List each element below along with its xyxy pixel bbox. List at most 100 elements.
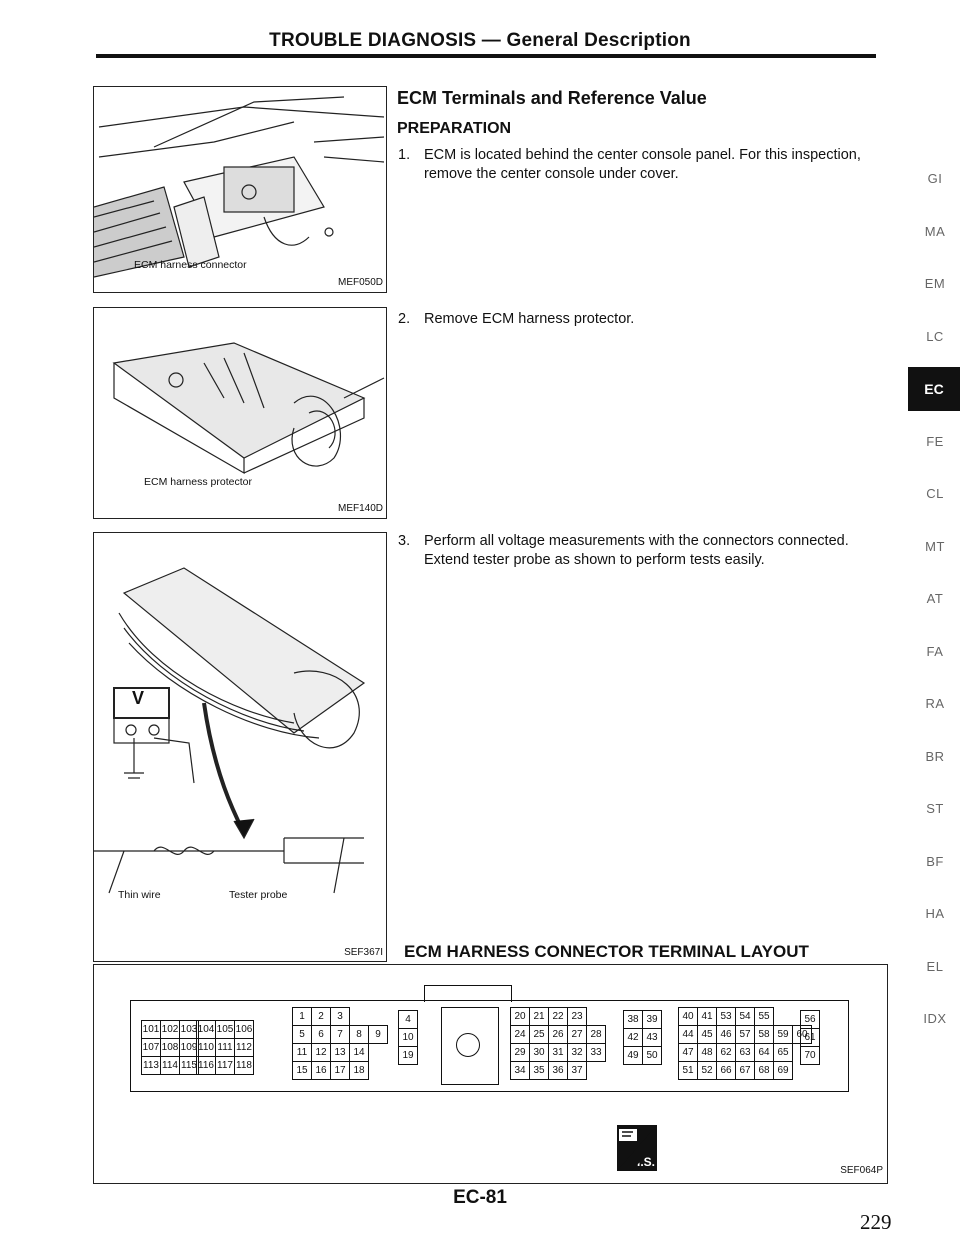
figure-label-tester-probe: Tester probe — [229, 889, 288, 901]
terminal-cell: 36 — [548, 1061, 568, 1080]
terminal-cell: 53 — [716, 1007, 736, 1026]
terminal-cell: 111 — [215, 1038, 235, 1057]
terminal-cell: 101 — [141, 1020, 161, 1039]
terminal-cell: 22 — [548, 1007, 568, 1026]
terminal-cell: 64 — [754, 1043, 774, 1062]
step-text: ECM is located behind the center console… — [424, 147, 861, 182]
sidebar-item-mt[interactable]: MT — [925, 538, 945, 554]
subheading-preparation: PREPARATION — [397, 120, 512, 137]
figure-harness-protector: ECM harness protector MEF140D — [93, 307, 387, 519]
terminal-cell: 2 — [311, 1007, 331, 1026]
sidebar-item-ma[interactable]: MA — [924, 223, 946, 239]
terminal-cell: 29 — [510, 1043, 530, 1062]
terminal-cell: 62 — [716, 1043, 736, 1062]
terminal-row: 70 — [800, 1046, 820, 1065]
terminal-cell: 65 — [773, 1043, 793, 1062]
connector-tab — [424, 985, 512, 1002]
terminal-cell: 110 — [196, 1038, 216, 1057]
sidebar-item-ha[interactable]: HA — [925, 906, 945, 921]
terminal-cell: 108 — [160, 1038, 180, 1057]
figure-label: ECM harness protector — [144, 476, 252, 488]
terminal-cell: 113 — [141, 1056, 161, 1075]
terminal-cell: 43 — [642, 1028, 662, 1047]
figure-tester-probe: V Thin wire Tester probe SEF367I — [93, 532, 387, 962]
terminal-cell: 55 — [754, 1007, 774, 1026]
terminal-cell: 61 — [800, 1028, 820, 1047]
sidebar-item-cl[interactable]: CL — [926, 486, 944, 501]
terminal-cell: 41 — [697, 1007, 717, 1026]
terminal-cell: 37 — [567, 1061, 587, 1080]
terminal-row: 61 — [800, 1028, 820, 1047]
terminal-cell: 32 — [567, 1043, 587, 1062]
sidebar-item-ec[interactable]: EC — [908, 367, 960, 411]
terminal-cell: 107 — [141, 1038, 161, 1057]
terminal-cell: 35 — [529, 1061, 549, 1080]
terminal-cell: 58 — [754, 1025, 774, 1044]
terminal-cell: 106 — [234, 1020, 254, 1039]
terminal-cell: 28 — [586, 1025, 606, 1044]
figure-code: SEF064P — [840, 1165, 883, 1176]
step-2: 2. Remove ECM harness protector. — [398, 310, 878, 329]
page-code: EC-81 — [453, 1187, 507, 1208]
terminal-cell: 25 — [529, 1025, 549, 1044]
terminal-cell: 10 — [398, 1028, 418, 1047]
sidebar-item-br[interactable]: BR — [925, 748, 945, 764]
terminal-cell: 40 — [678, 1007, 698, 1026]
terminal-cell: 50 — [642, 1046, 662, 1065]
terminal-row: 56 — [800, 1010, 820, 1029]
connector-center-circle — [456, 1033, 480, 1057]
terminal-cell: 116 — [196, 1056, 216, 1075]
terminal-cell: 67 — [735, 1061, 755, 1080]
harness-protector-illustration — [112, 342, 385, 475]
terminal-cell: 19 — [398, 1046, 418, 1065]
sidebar-item-gi[interactable]: GI — [927, 171, 943, 186]
figure-label-thin-wire: Thin wire — [118, 889, 161, 901]
sidebar-item-bf[interactable]: BF — [926, 853, 944, 869]
step-text: Remove ECM harness protector. — [424, 311, 635, 327]
sidebar-item-fe[interactable]: FE — [926, 433, 944, 449]
sidebar-item-em[interactable]: EM — [924, 276, 946, 291]
terminal-cell: 66 — [716, 1061, 736, 1080]
terminal-cell: 5 — [292, 1025, 312, 1044]
sidebar-item-st[interactable]: ST — [926, 801, 944, 816]
terminal-cell: 31 — [548, 1043, 568, 1062]
sidebar-item-ra[interactable]: RA — [925, 696, 945, 711]
terminal-cell: 51 — [678, 1061, 698, 1080]
sidebar-item-el[interactable]: EL — [926, 958, 944, 974]
terminal-cell: 24 — [510, 1025, 530, 1044]
terminal-cell: 102 — [160, 1020, 180, 1039]
terminal-cell: 8 — [349, 1025, 369, 1044]
terminal-cell: 12 — [311, 1043, 331, 1062]
terminal-cell: 11 — [292, 1043, 312, 1062]
sidebar-item-lc[interactable]: LC — [926, 328, 944, 344]
hs-icon — [617, 1125, 657, 1171]
terminal-cell: 15 — [292, 1061, 312, 1080]
terminal-cell: 20 — [510, 1007, 530, 1026]
step-text: Perform all voltage measurements with th… — [424, 533, 849, 568]
terminal-cell: 105 — [215, 1020, 235, 1039]
sidebar-item-at[interactable]: AT — [926, 591, 944, 606]
sidebar-item-idx[interactable]: IDX — [923, 1011, 947, 1026]
sidebar-item-fa[interactable]: FA — [926, 643, 944, 659]
terminal-cell: 21 — [529, 1007, 549, 1026]
step-1: 1. ECM is located behind the center cons… — [398, 146, 878, 184]
